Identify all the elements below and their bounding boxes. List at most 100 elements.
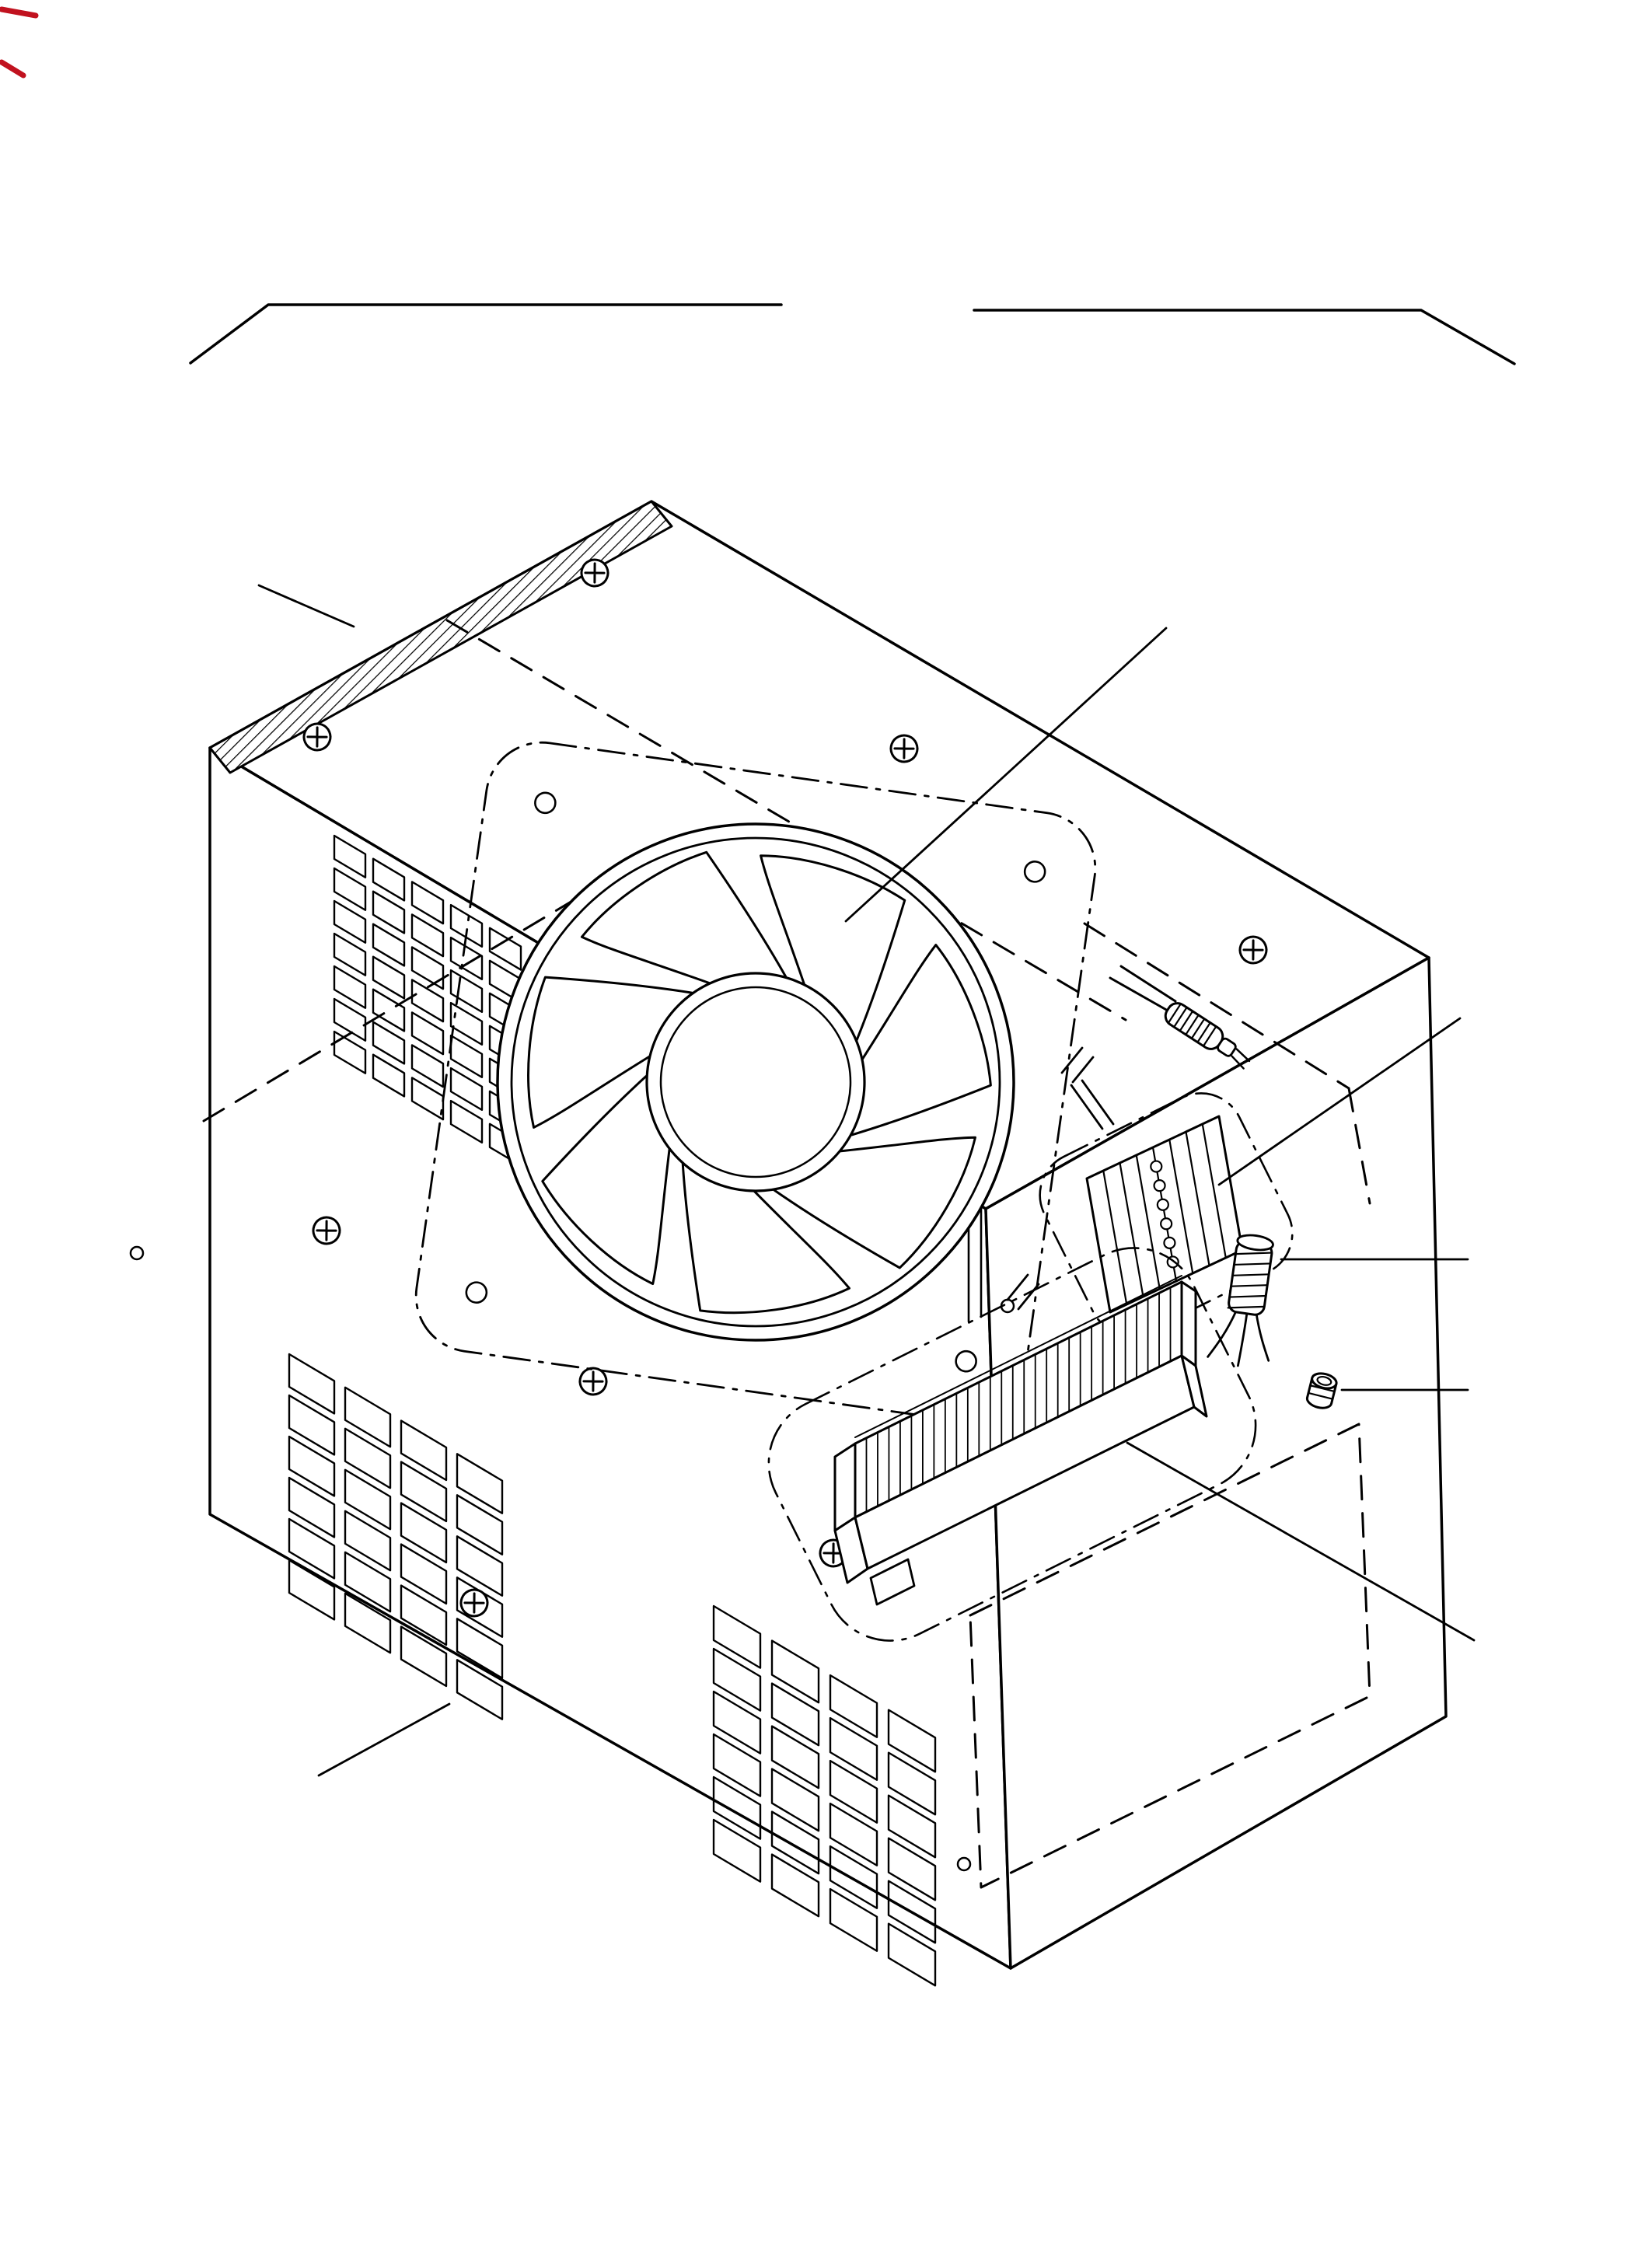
vent-slot [770,1810,820,1875]
vent-slot [372,955,406,1000]
pilot-holes [129,1245,1015,1872]
fan-chain-outline [414,741,1097,1423]
vent-slot [400,1419,448,1482]
vent-slot [456,1453,504,1514]
vent-slot [372,923,406,967]
heatsink-fins [854,1281,1182,1518]
top-edge-strip [208,500,673,774]
vent-slot [829,1887,878,1952]
vent-slot [456,1618,504,1679]
spring-coils [1227,1252,1273,1309]
vent-slot [887,1709,937,1773]
print-artifact-marks [0,6,39,79]
vent-slot [712,1733,762,1797]
heatsink [767,1247,1257,1642]
vent-slot [344,1386,392,1448]
pilot-hole [129,1245,145,1261]
vent-slot [344,1510,392,1572]
spring-cap [1236,1234,1274,1252]
grille-slat [1135,1154,1161,1290]
cable-wrap-coils [1167,1002,1217,1047]
vent-slot [770,1768,820,1832]
heatsink-right-cap [1180,1280,1197,1367]
cable-assembly [1109,965,1251,1070]
figure-header-rules [189,303,1516,365]
wire-break-marks [1006,1273,1040,1311]
vent-slot [410,1044,445,1088]
vent-slot [333,932,367,976]
vent-slot [712,1604,762,1669]
vent-slot [333,834,367,878]
vent-slot [333,965,367,1009]
header-rule-right [973,309,1516,365]
pilot-hole [956,1856,972,1872]
grille-holes [1150,1160,1179,1269]
grille-hole [1163,1236,1176,1249]
vent-slot [400,1543,448,1605]
vent-slot [488,927,522,971]
stud-part [1305,1372,1338,1409]
vent-slot [456,1535,504,1597]
fan-mount-hole [465,1281,488,1304]
cable-tip [1217,1037,1237,1057]
vent-slot [400,1461,448,1523]
vent-slot [400,1502,448,1564]
spring-part [1207,1234,1274,1367]
grille-hole [1153,1179,1166,1192]
vent-slot [344,1592,392,1654]
callout-top-edge-strip [257,584,355,628]
vent-slot [449,936,484,981]
vent-slot [344,1468,392,1531]
vent-slot [887,1751,937,1816]
vent-slot [829,1802,878,1866]
spring-legs [1207,1309,1270,1367]
vent-slot [410,1077,445,1121]
wire-break-marks [1060,1046,1095,1084]
vent-slot [712,1775,762,1840]
vent-slot [333,867,367,911]
vent-slot [770,1853,820,1918]
heatsink-foot [869,1558,916,1606]
cooling-fan [414,741,1097,1423]
grille-hole [1156,1198,1169,1211]
heatsink-fin-top-edge [854,1275,1182,1438]
cable-leads [1231,1048,1251,1070]
vent-slot [829,1759,878,1824]
vent-slot [344,1551,392,1613]
hidden-edge-dash [445,619,1127,1021]
vent-slot [449,903,484,948]
grille-slat [1102,1169,1128,1306]
vent-slot [887,1922,937,1987]
cable-wire [1119,965,1177,1003]
vent-slot [410,979,445,1023]
vent-grid-bottom [712,1604,937,1987]
vent-slot [449,1099,484,1144]
vent-slot [712,1647,762,1712]
grille-slat [1119,1161,1144,1298]
vent-slot [770,1682,820,1747]
callout-cooling-fan [844,627,1168,923]
vent-slot [829,1716,878,1781]
vent-grid-mid-left [288,1353,504,1720]
stud-head-inner [1316,1375,1332,1386]
vent-slot [288,1559,336,1621]
fan-mount-hole [955,1349,977,1373]
vent-slot [829,1845,878,1909]
vent-slot [770,1639,820,1704]
vent-slot [887,1794,937,1859]
grille-hole [1160,1217,1173,1231]
removal-path-dash [1083,922,1350,1090]
vent-slot [288,1353,336,1415]
vent-slot [372,988,406,1032]
callout-enclosure [317,1702,451,1777]
lamp-grille [1006,1046,1294,1336]
grille-slat [1168,1138,1194,1275]
vent-slot [456,1659,504,1720]
callout-heatsink [1126,1441,1476,1642]
grille-chain-outline [1039,1092,1294,1336]
vent-slot [887,1880,937,1944]
vent-slot [456,1576,504,1638]
heatsink-chain-outline [767,1247,1257,1642]
